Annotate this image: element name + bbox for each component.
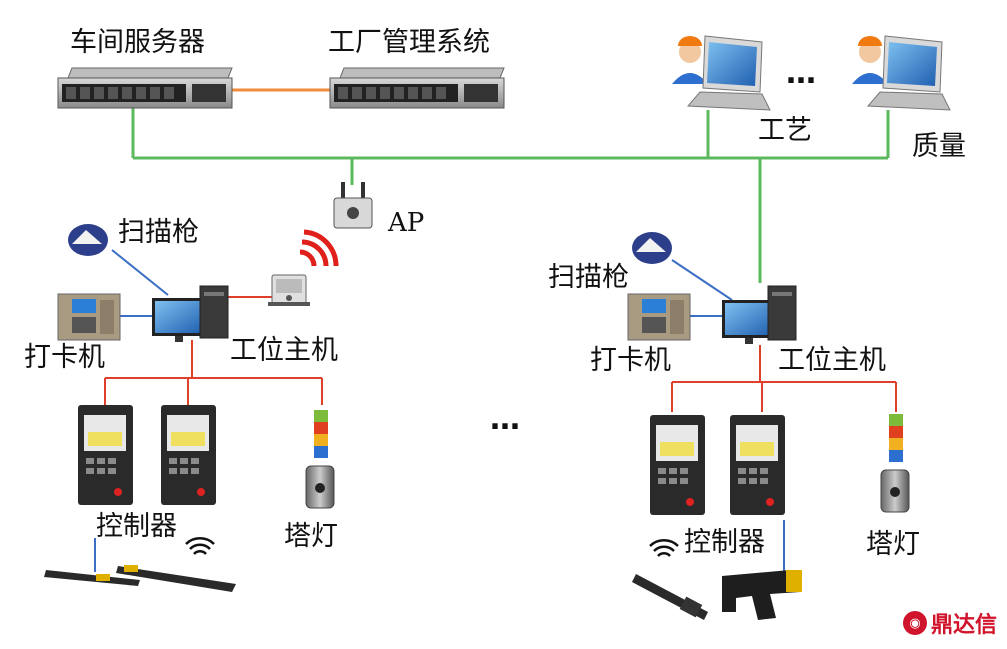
ellipsis-top: … bbox=[786, 56, 820, 91]
ap-icon bbox=[333, 182, 373, 229]
wrench-icon bbox=[632, 574, 708, 620]
network-lines bbox=[131, 88, 890, 283]
left-cell-wiring bbox=[94, 249, 323, 572]
scanner-icon bbox=[632, 232, 672, 264]
scanner-icon bbox=[68, 224, 108, 256]
timeclock-icon bbox=[627, 293, 691, 341]
quality-label: 质量 bbox=[912, 131, 966, 162]
station-label-left: 工位主机 bbox=[230, 335, 338, 366]
timeclock-label-right: 打卡机 bbox=[590, 345, 671, 376]
controller-icon bbox=[730, 415, 785, 515]
watermark: ◉ 鼎达信 bbox=[902, 607, 997, 639]
controller-icon bbox=[78, 405, 133, 505]
wrench-icon bbox=[44, 570, 140, 586]
timeclock-label-left: 打卡机 bbox=[24, 342, 105, 373]
wifi-icon bbox=[299, 229, 339, 267]
controller-icon bbox=[161, 405, 216, 505]
controller-label-right: 控制器 bbox=[684, 527, 765, 558]
factory-system-label: 工厂管理系统 bbox=[328, 27, 490, 58]
scanner-label-left: 扫描枪 bbox=[118, 217, 199, 248]
timeclock-icon bbox=[57, 293, 121, 341]
pc-icon bbox=[722, 285, 797, 344]
process-label: 工艺 bbox=[758, 115, 812, 146]
workshop-server-label: 车间服务器 bbox=[70, 27, 205, 58]
tower-light-icon bbox=[305, 410, 335, 509]
watermark-logo-icon: ◉ bbox=[902, 611, 927, 635]
watermark-text: 鼎达信 bbox=[930, 613, 997, 638]
pc-icon bbox=[152, 285, 229, 342]
nutrunner-icon bbox=[722, 570, 802, 620]
tower-label-right: 塔灯 bbox=[866, 529, 920, 560]
controller-label-left: 控制器 bbox=[96, 511, 177, 542]
ap-label: AP bbox=[388, 208, 425, 238]
controller-icon bbox=[650, 415, 705, 515]
ellipsis-mid: … bbox=[490, 402, 524, 437]
laptop-user-icon bbox=[672, 35, 771, 111]
wifi-icon bbox=[185, 537, 215, 555]
wrench-icon bbox=[116, 565, 236, 592]
scanner-label-right: 扫描枪 bbox=[548, 262, 629, 293]
laptop-user-icon bbox=[852, 35, 951, 111]
server-icon bbox=[57, 67, 233, 109]
wifi-icon bbox=[649, 539, 679, 557]
server-icon bbox=[329, 67, 505, 109]
station-label-right: 工位主机 bbox=[778, 345, 886, 376]
right-cell-wiring bbox=[671, 259, 897, 575]
station-host-icon bbox=[268, 274, 310, 306]
tower-light-icon bbox=[880, 414, 910, 513]
tower-label-left: 塔灯 bbox=[284, 521, 338, 552]
